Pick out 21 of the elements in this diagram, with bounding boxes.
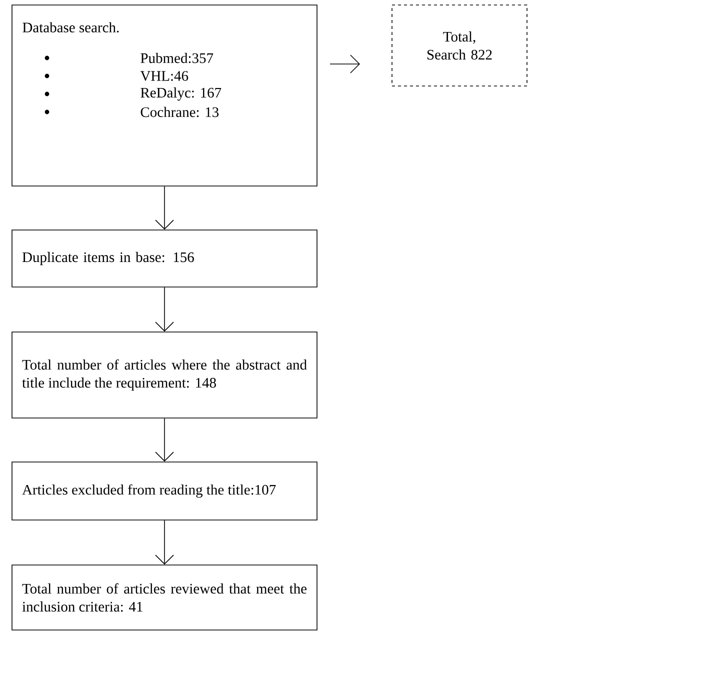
arrow: [330, 54, 360, 74]
process-box: [12, 230, 318, 288]
arrow: [155, 186, 174, 230]
list-item: VHL:46: [140, 71, 188, 81]
process-box: [12, 4, 318, 186]
list-item: Pubmed:357: [140, 52, 214, 64]
node-text: Articles excluded from reading the title:107: [22, 484, 276, 498]
dashed-box: [392, 4, 528, 86]
arrow: [155, 418, 174, 462]
process-box: [12, 332, 318, 418]
node-text: Total number of articles where the abstract and title include the requirement: 148: [22, 359, 307, 391]
arrow: [155, 520, 174, 565]
arrow: [155, 287, 174, 332]
list-item: ReDalyc: 167: [140, 87, 222, 101]
node-text: Total number of articles reviewed that meet the inclusion criteria: 41: [22, 583, 307, 612]
node-text: Total, Search 822: [427, 31, 492, 60]
node-text: Database search.: [22, 22, 119, 32]
node-text: Duplicate items in base: 156: [22, 252, 194, 266]
list-item: Cochrane: 13: [140, 106, 219, 118]
process-box: [12, 564, 318, 630]
process-box: [12, 462, 318, 520]
